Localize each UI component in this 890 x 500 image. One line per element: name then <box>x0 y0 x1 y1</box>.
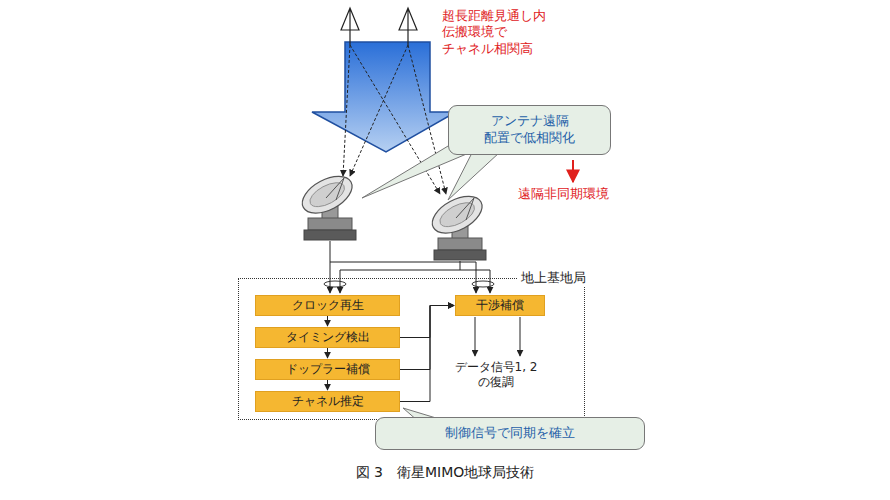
connector <box>400 306 454 338</box>
connector <box>327 316 328 326</box>
node-text: ドップラー補償 <box>280 361 376 378</box>
node-text: チャネル推定 <box>286 393 370 410</box>
connector <box>400 306 454 402</box>
node-text: 制御信号で同期を確立 <box>439 425 581 442</box>
station-region: 地上基地局クロック再生タイミング検出ドップラー補償チャネル推定干渉補償 <box>238 278 585 420</box>
satellite-antenna <box>341 8 359 45</box>
red-arrow <box>572 160 574 182</box>
feed-wire <box>330 241 490 293</box>
output-arrow <box>475 317 520 356</box>
satellite-antenna <box>399 8 417 45</box>
process-box: 干渉補償 <box>455 295 545 316</box>
process-box: ドップラー補償 <box>255 359 400 380</box>
node-text: アンテナ遠隔 配置で低相関化 <box>449 113 610 147</box>
wire-bundle <box>324 281 346 287</box>
node-text: 干渉補償 <box>470 297 530 314</box>
node-text: クロック再生 <box>286 297 370 314</box>
callout-bubble: アンテナ遠隔 配置で低相関化 <box>448 105 611 155</box>
wire-bundle <box>472 281 494 287</box>
process-box: クロック再生 <box>255 295 400 316</box>
note-text: 超長距離見通し内 伝搬環境で チャネル相関高 <box>442 8 564 57</box>
connector <box>327 348 328 358</box>
connector <box>327 380 328 390</box>
note-text: 遠隔非同期環境 <box>518 186 628 202</box>
node-text: 地上基地局 <box>517 269 590 287</box>
propagation-arrow <box>312 42 456 152</box>
figure-caption: 図 3 衛星MIMO地球局技術 <box>0 464 890 482</box>
callout-bubble: 制御信号で同期を確立 <box>375 417 645 450</box>
node-text: タイミング検出 <box>280 329 376 346</box>
output-label: データ信号1, 2 の復調 <box>452 360 540 390</box>
dish-antenna <box>296 169 358 240</box>
process-box: タイミング検出 <box>255 327 400 348</box>
dish-antenna <box>426 189 488 260</box>
process-box: チャネル推定 <box>255 391 400 412</box>
connector <box>400 306 454 370</box>
propagation-path <box>343 45 446 194</box>
